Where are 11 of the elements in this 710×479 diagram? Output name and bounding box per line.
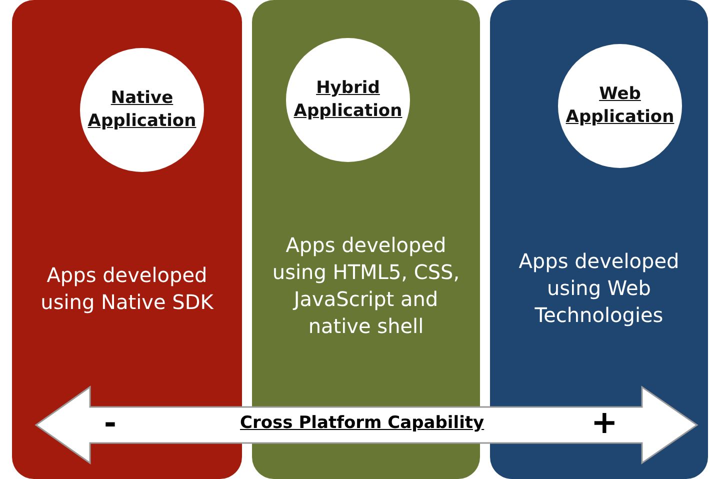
description-text: Apps developed using Web Technologies <box>518 248 680 329</box>
title-circle: Hybrid Application <box>286 38 410 162</box>
title-circle: Web Application <box>558 44 682 168</box>
scale-sign: + <box>591 405 618 439</box>
description-text: Apps developed using HTML5, CSS, JavaScript and native shell <box>271 232 461 340</box>
title-circle: Native Application <box>80 48 204 172</box>
scale-sign: - <box>104 408 116 440</box>
description-text: Apps developed using Native SDK <box>40 262 214 316</box>
scale-label: Cross Platform Capability <box>240 414 484 433</box>
column-panel <box>12 0 242 479</box>
column-panel <box>490 0 708 479</box>
